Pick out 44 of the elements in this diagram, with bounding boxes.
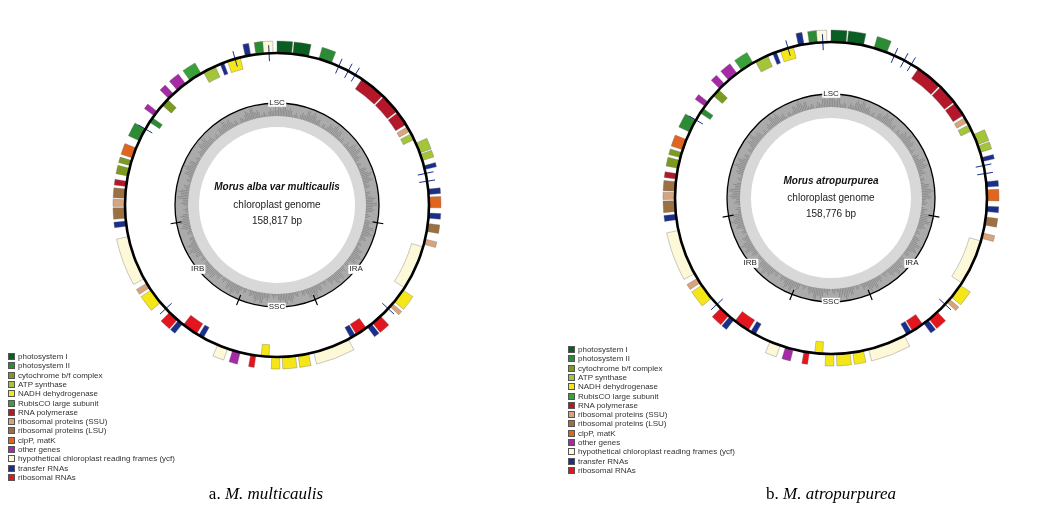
- legend-label: clpP, matK: [578, 428, 616, 438]
- legend-label: ribosomal proteins (SSU): [18, 417, 108, 427]
- region-label: IRB: [190, 265, 206, 274]
- figure-caption: a. M. multicaulis: [208, 485, 324, 503]
- region-label: LSC: [268, 98, 286, 108]
- region-label: SSC: [267, 302, 287, 312]
- legend-label: NADH dehydrogenase: [18, 389, 99, 399]
- legend-label: ribosomal proteins (LSU): [578, 419, 667, 429]
- legend-label: ATP synthase: [578, 372, 628, 382]
- legend-label: photosystem I: [578, 345, 628, 354]
- region-label: IRA: [904, 259, 920, 268]
- region-label: LSC: [822, 89, 840, 99]
- legend-label: transfer RNAs: [18, 463, 69, 473]
- legend-label: photosystem II: [18, 361, 71, 371]
- legend-label: ribosomal proteins (LSU): [18, 426, 107, 436]
- legend-label: other genes: [578, 438, 621, 447]
- region-label: IRA: [348, 265, 364, 274]
- legend-label: ribosomal proteins (SSU): [578, 410, 668, 420]
- legend-label: cytochrome b/f complex: [578, 363, 663, 373]
- figure-caption: b. M. atropurpurea: [766, 485, 896, 503]
- legend-label: ribosomal RNAs: [18, 472, 76, 482]
- legend-label: RubisCO large subunit: [18, 398, 99, 408]
- legend-label: RubisCO large subunit: [578, 391, 659, 401]
- legend-label: cytochrome b/f complex: [18, 370, 103, 380]
- species-name: Morus alba var multicaulis: [214, 181, 340, 193]
- legend-label: hypothetical chloroplast reading frames (ycf): [578, 447, 735, 457]
- legend-label: ribosomal RNAs: [578, 465, 636, 475]
- genome-size: 158,817 bp: [251, 215, 303, 227]
- legend-label: clpP, matK: [18, 435, 56, 445]
- legend-label: photosystem I: [18, 352, 68, 361]
- legend-label: transfer RNAs: [578, 456, 629, 466]
- genome-size: 158,776 bp: [805, 208, 857, 220]
- legend-label: NADH dehydrogenase: [578, 382, 659, 392]
- legend-label: RNA polymerase: [18, 407, 79, 417]
- legend-label: ATP synthase: [18, 379, 68, 389]
- region-label: IRB: [742, 259, 758, 268]
- legend-label: RNA polymerase: [578, 400, 639, 410]
- legend-label: hypothetical chloroplast reading frames (ycf): [18, 454, 175, 464]
- legend-label: photosystem II: [578, 354, 631, 364]
- legend-label: other genes: [18, 445, 61, 454]
- genome-description: chloroplast genome: [787, 192, 875, 204]
- region-label: SSC: [821, 297, 841, 307]
- genome-description: chloroplast genome: [233, 199, 321, 211]
- species-name: Morus atropurpurea: [783, 175, 879, 187]
